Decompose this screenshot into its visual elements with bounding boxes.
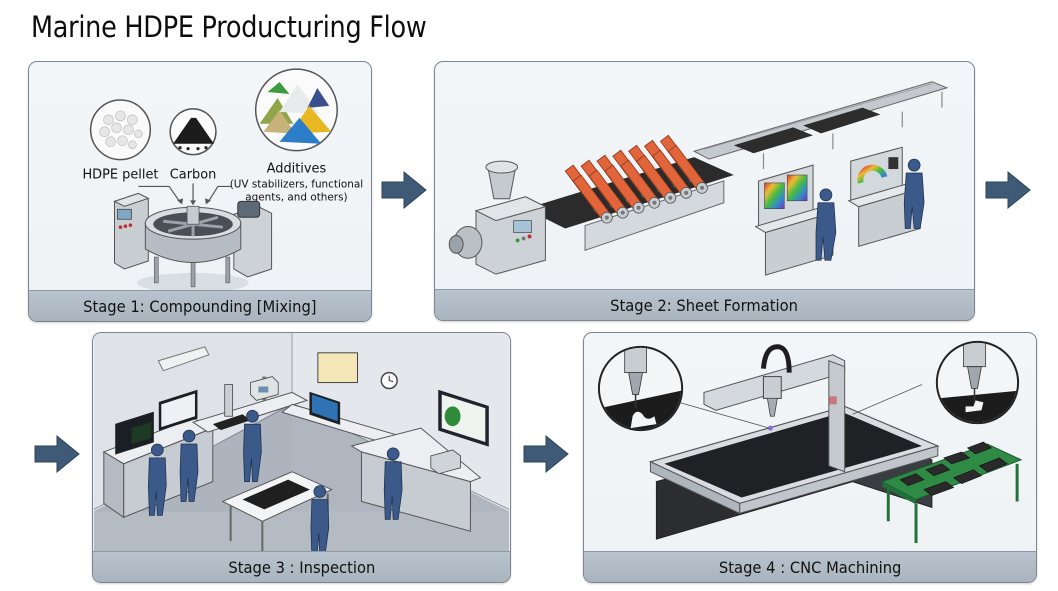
roller: [651, 149, 693, 199]
cooling-conveyor: [692, 81, 949, 170]
mixing-vessel: [137, 205, 249, 291]
spindle-detail-left: [597, 345, 770, 432]
flow-arrow-right-icon: [522, 434, 570, 474]
roller: [620, 159, 661, 209]
stage-3-panel: Stage 3 : Inspection: [92, 332, 511, 583]
roller-frame: [584, 180, 725, 252]
carbon-pile-icon: [169, 108, 217, 156]
stage-4-panel: Stage 4 : CNC Machining: [583, 332, 1037, 583]
motor-unit: [233, 200, 273, 278]
stage-2-panel: Stage 2: Sheet Formation: [434, 61, 975, 321]
stage-4-caption-bar: Stage 4 : CNC Machining: [584, 551, 1036, 582]
flow-arrow-right-icon: [984, 170, 1032, 210]
colored-additives-icon: [254, 68, 338, 152]
flow-arrow-right-icon: [380, 170, 428, 210]
worker-figure: [243, 409, 262, 483]
analysis-display: [438, 389, 489, 447]
input-label-additives: Additives: [267, 162, 327, 177]
air-conditioner: [157, 346, 210, 372]
roller: [572, 174, 613, 224]
roller: [588, 169, 629, 219]
control-cabinet: [113, 192, 150, 270]
stage-2-illustration: [435, 62, 974, 290]
worker-figure: [903, 158, 925, 229]
calender-rollers: [564, 134, 708, 224]
additives-description-line-1: (UV stabilizers, functional: [230, 178, 363, 190]
stage-4-caption: Stage 4 : CNC Machining: [718, 557, 902, 577]
color-analysis-workstation: [847, 146, 922, 248]
inspection-table: [221, 471, 333, 552]
flow-arrow-right-icon: [33, 434, 81, 474]
parts-table: [881, 441, 1023, 544]
input-arrows: [138, 183, 231, 203]
stage-1-panel: HDPE pellet Carbon Additives (UV stabil: [28, 61, 372, 322]
stage-3-illustration: [93, 333, 510, 552]
worker-figure: [179, 429, 199, 502]
roller: [636, 154, 677, 204]
stage-3-caption-bar: Stage 3 : Inspection: [93, 551, 510, 582]
input-label-carbon: Carbon: [170, 167, 217, 182]
cnc-router-table: [648, 344, 940, 540]
white-pellets-icon: [89, 99, 152, 161]
extruder-hopper: [448, 160, 547, 275]
stage-3-caption: Stage 3 : Inspection: [228, 557, 375, 577]
spindle-detail-right: [852, 340, 1020, 425]
stage-1-illustration: HDPE pellet Carbon Additives (UV stabil: [29, 62, 371, 291]
roller: [667, 144, 708, 194]
worker-figure: [148, 443, 167, 516]
worker-figure: [310, 485, 330, 552]
stage-2-caption: Stage 2: Sheet Formation: [610, 295, 799, 315]
worker-figure: [383, 447, 403, 520]
stage-2-caption-bar: Stage 2: Sheet Formation: [435, 289, 974, 320]
page-title: Marine HDPE Producturing Flow: [31, 10, 427, 44]
stage-1-caption: Stage 1: Compounding [Mixing]: [83, 296, 317, 316]
worker-figure: [815, 188, 837, 261]
stage-1-caption-bar: Stage 1: Compounding [Mixing]: [29, 290, 371, 321]
testing-instrument: [250, 376, 279, 401]
input-label-hdpe: HDPE pellet: [82, 167, 158, 182]
wall-clock-icon: [380, 371, 398, 390]
roller: [604, 164, 645, 214]
wall-chart: [317, 352, 358, 384]
stage-4-illustration: [584, 333, 1036, 552]
additives-description-line-2: agents, and others): [245, 191, 347, 203]
